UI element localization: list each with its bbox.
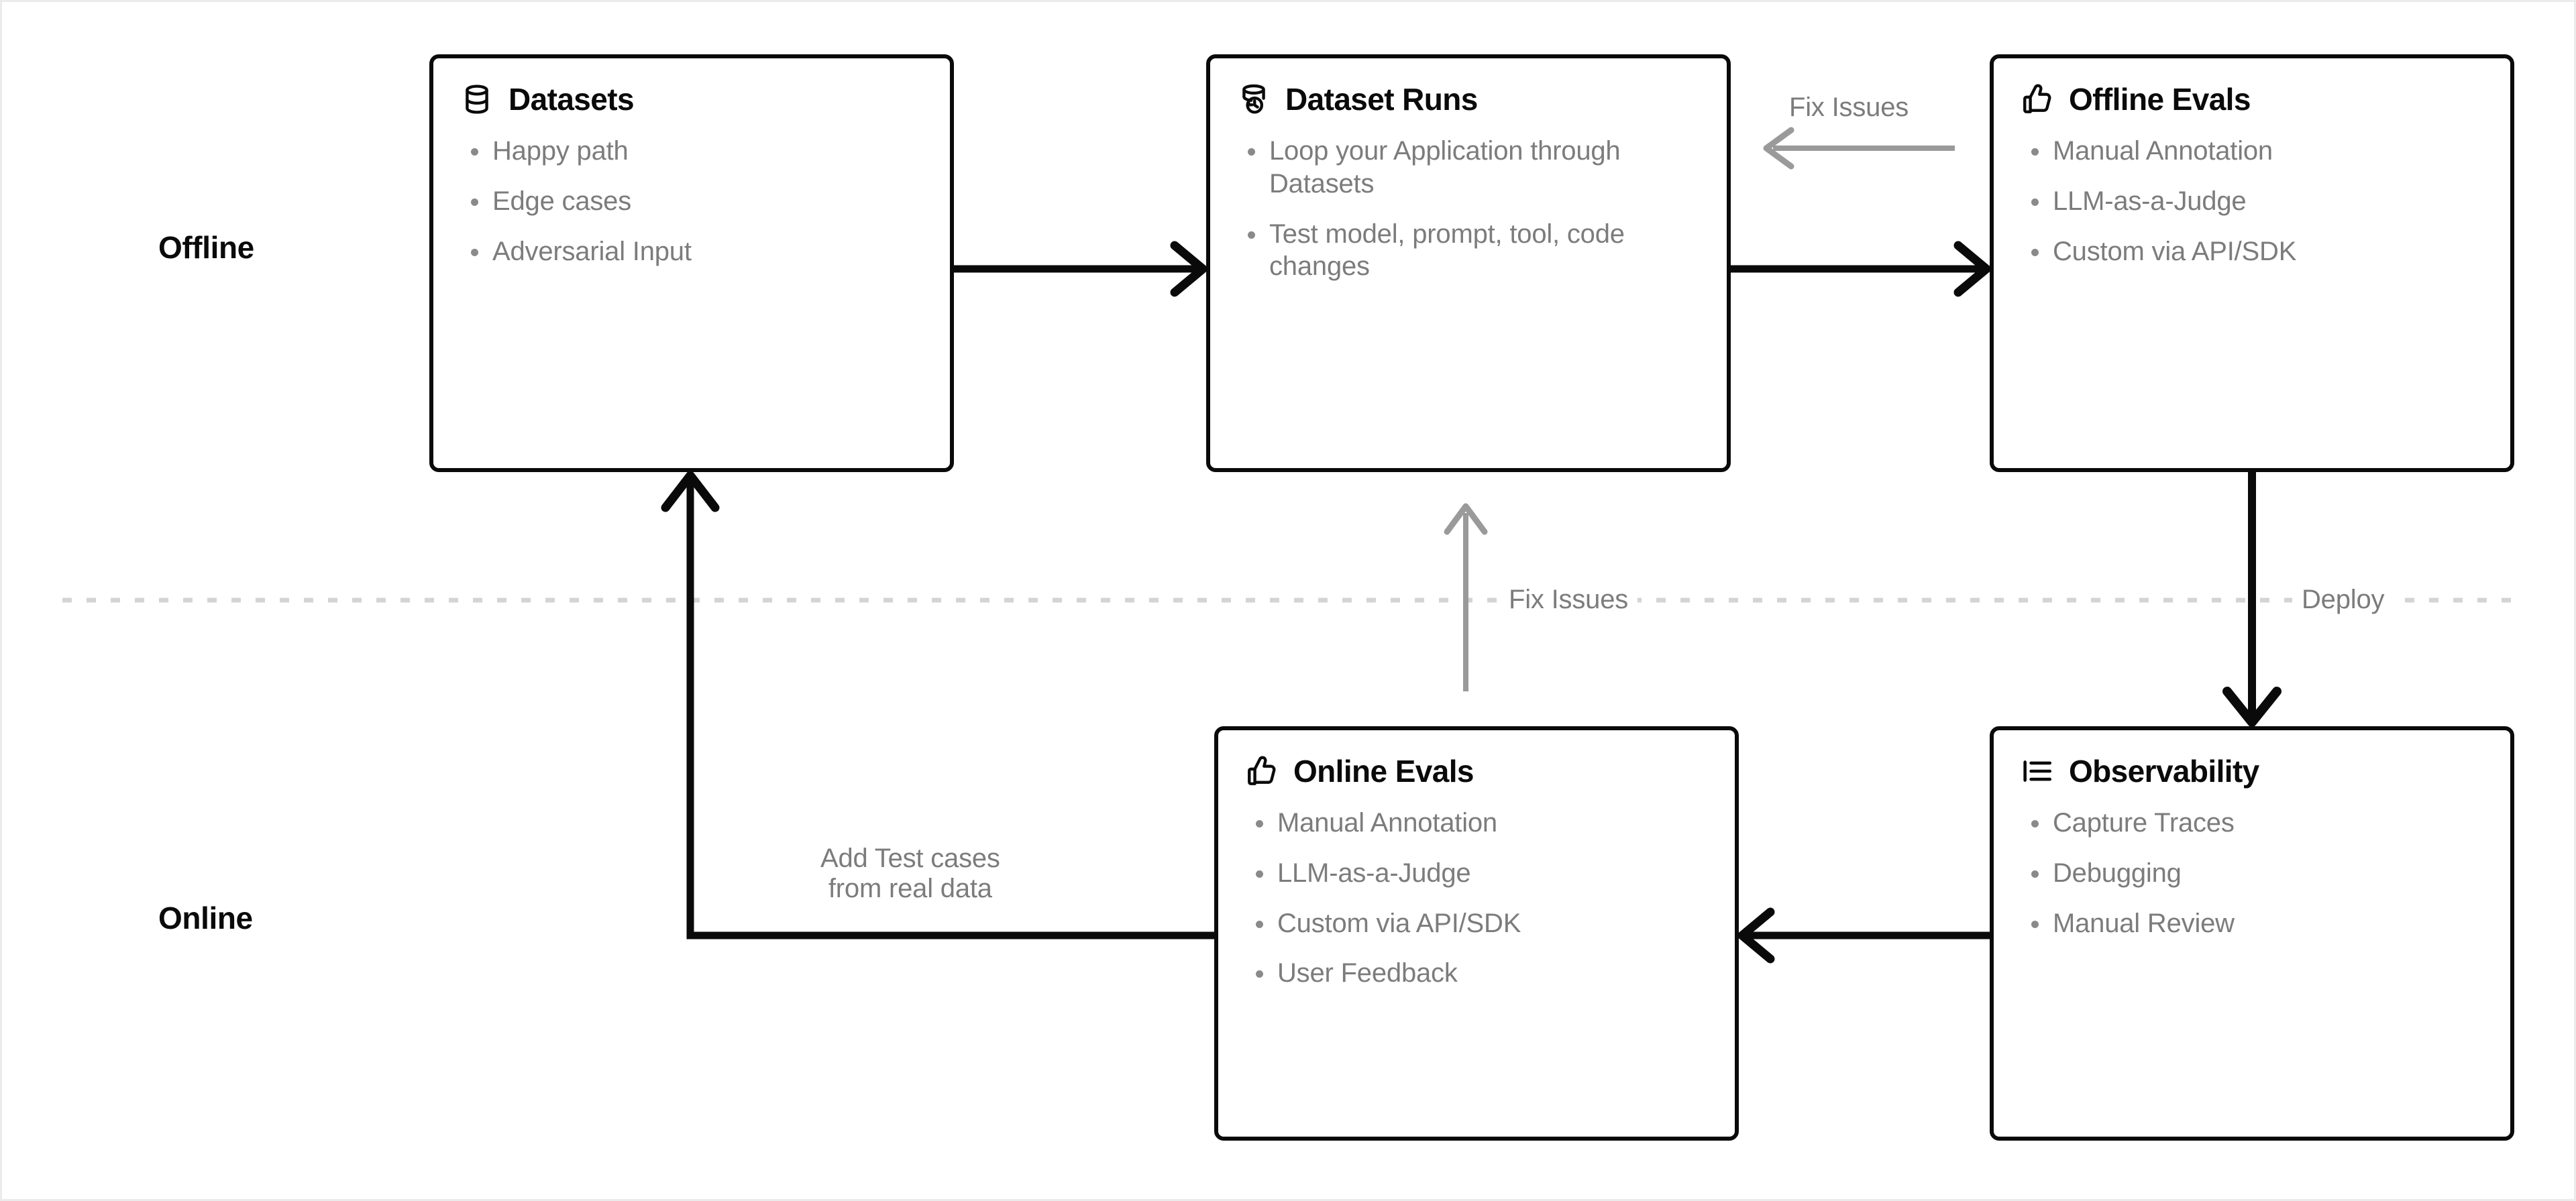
edge-label-deploy: Deploy [2292, 585, 2394, 615]
node-dataset-runs[interactable]: Dataset Runs Loop your Application throu… [1206, 54, 1731, 472]
edge-observability-to-online-evals [1737, 907, 1990, 964]
edge-dataset-runs-to-offline-evals [1731, 241, 1991, 297]
thumbs-up-icon [1245, 754, 1279, 788]
list-tree-icon [2021, 754, 2054, 788]
database-refresh-icon [1237, 82, 1271, 116]
edge-datasets-to-dataset-runs [954, 241, 1208, 297]
list-item: Manual Review [2021, 907, 2485, 940]
list-item: Custom via API/SDK [1245, 907, 1709, 940]
node-datasets-title: Datasets [508, 82, 635, 117]
edge-label-add-test-cases-line2: from real data [828, 873, 992, 903]
list-item: Test model, prompt, tool, code changes [1237, 218, 1701, 284]
node-observability-bullets: Capture Traces Debugging Manual Review [2021, 807, 2485, 939]
edge-label-fix-issues-top: Fix Issues [1780, 93, 1919, 123]
node-offline-evals-title: Offline Evals [2069, 82, 2251, 117]
node-online-evals-header: Online Evals [1245, 753, 1709, 789]
thumbs-up-icon [2021, 82, 2054, 116]
list-item: Debugging [2021, 857, 2485, 890]
list-item: User Feedback [1245, 957, 1709, 990]
node-observability-title: Observability [2069, 754, 2259, 789]
node-observability[interactable]: Observability Capture Traces Debugging M… [1990, 726, 2514, 1141]
edge-label-add-test-cases-line1: Add Test cases [820, 844, 1000, 873]
list-item: LLM-as-a-Judge [2021, 185, 2485, 218]
node-online-evals-title: Online Evals [1293, 754, 1474, 789]
list-item: LLM-as-a-Judge [1245, 857, 1709, 890]
list-item: Manual Annotation [1245, 807, 1709, 840]
node-datasets[interactable]: Datasets Happy path Edge cases Adversari… [429, 54, 954, 472]
node-observability-header: Observability [2021, 753, 2485, 789]
edge-online-evals-to-dataset-runs [1444, 503, 1488, 691]
list-item: Adversarial Input [460, 235, 924, 268]
list-item: Happy path [460, 135, 924, 168]
node-dataset-runs-header: Dataset Runs [1237, 81, 1701, 117]
list-item: Edge cases [460, 185, 924, 218]
edge-offline-evals-to-observability [2222, 472, 2282, 727]
database-icon [460, 82, 494, 116]
node-offline-evals-header: Offline Evals [2021, 81, 2485, 117]
list-item: Custom via API/SDK [2021, 235, 2485, 268]
list-item: Manual Annotation [2021, 135, 2485, 168]
list-item: Capture Traces [2021, 807, 2485, 840]
node-dataset-runs-title: Dataset Runs [1285, 82, 1478, 117]
node-dataset-runs-bullets: Loop your Application through Datasets T… [1237, 135, 1701, 283]
node-offline-evals[interactable]: Offline Evals Manual Annotation LLM-as-a… [1990, 54, 2514, 472]
node-datasets-header: Datasets [460, 81, 924, 117]
node-offline-evals-bullets: Manual Annotation LLM-as-a-Judge Custom … [2021, 135, 2485, 268]
list-item: Loop your Application through Datasets [1237, 135, 1701, 201]
node-datasets-bullets: Happy path Edge cases Adversarial Input [460, 135, 924, 268]
node-online-evals-bullets: Manual Annotation LLM-as-a-Judge Custom … [1245, 807, 1709, 990]
row-label-offline: Offline [158, 230, 254, 265]
node-online-evals[interactable]: Online Evals Manual Annotation LLM-as-a-… [1214, 726, 1739, 1141]
edge-label-fix-issues-middle: Fix Issues [1499, 585, 1638, 615]
edge-label-add-test-cases: Add Test cases from real data [811, 844, 1010, 904]
row-label-online: Online [158, 901, 253, 935]
edge-offline-evals-to-dataset-runs [1763, 127, 1955, 170]
